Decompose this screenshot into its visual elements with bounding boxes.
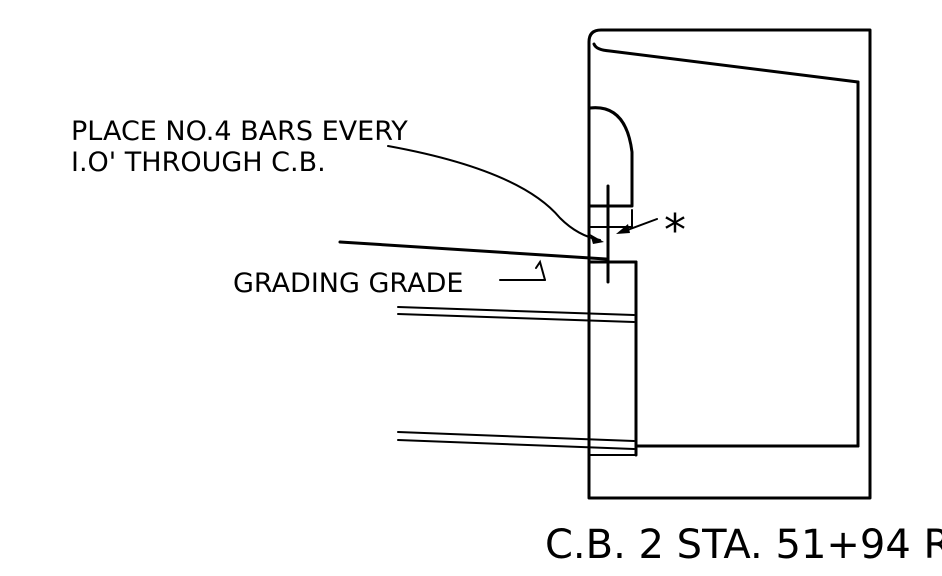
- grading-grade-label: GRADING GRADE: [233, 268, 463, 299]
- bars-note-leader: [387, 145, 601, 241]
- bars-note-arrowhead: [590, 234, 604, 244]
- upper-pipe-line-1: [397, 306, 635, 316]
- catch-basin-outer-wall: [587, 28, 872, 500]
- catch-basin-caption: C.B. 2 STA. 51+94 RT. 25': [545, 522, 942, 568]
- asterisk-mark: *: [664, 205, 686, 256]
- lower-pipe-line-1: [397, 431, 635, 442]
- upper-inlet-opening: [588, 106, 634, 208]
- bars-note-line2: I.O' THROUGH C.B.: [71, 147, 326, 178]
- grading-leader-hook: [535, 259, 546, 281]
- asterisk-arrowhead: [616, 224, 630, 234]
- grading-grade-line: [338, 240, 608, 261]
- bars-note-line1: PLACE NO.4 BARS EVERY: [71, 116, 408, 147]
- upper-pipe-line-2: [397, 313, 635, 323]
- catch-basin-inner-top-edge: [592, 42, 860, 84]
- lower-pipe-line-2: [397, 439, 635, 450]
